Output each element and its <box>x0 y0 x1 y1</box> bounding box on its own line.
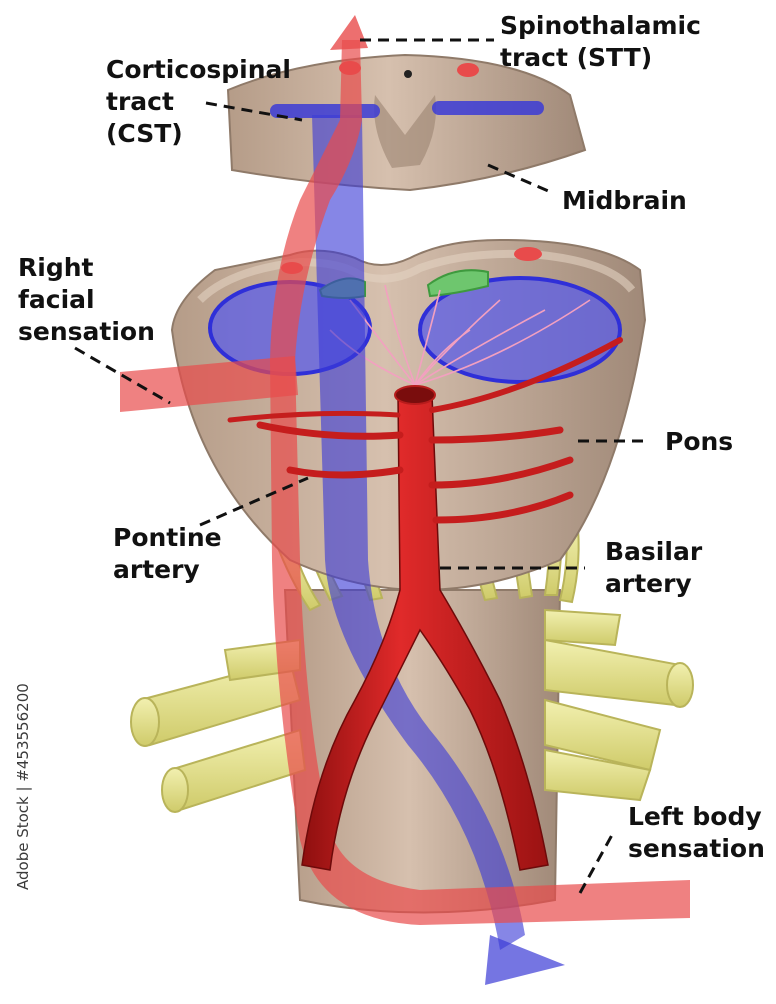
pontine-arteries <box>227 337 623 524</box>
left-body-label: Left body sensation <box>628 802 765 863</box>
spinothalamic-label: Spinothalamic tract (STT) <box>500 11 701 72</box>
stock-watermark: Adobe Stock | #453556200 <box>6 683 36 900</box>
watermark-text: Adobe Stock | #453556200 <box>14 683 32 890</box>
leader-lines <box>74 38 645 894</box>
corticospinal-tract <box>312 115 565 985</box>
midbrain-label: Midbrain <box>562 186 687 215</box>
right-facial-label: Right facial sensation <box>18 253 155 346</box>
pontine-artery-label: Pontine artery <box>113 523 222 584</box>
pons-label: Pons <box>665 427 734 456</box>
corticospinal-label: Corticospinal tract (CST) <box>106 55 291 148</box>
basilar-artery <box>301 385 549 871</box>
basilar-artery-label: Basilar artery <box>605 537 703 598</box>
